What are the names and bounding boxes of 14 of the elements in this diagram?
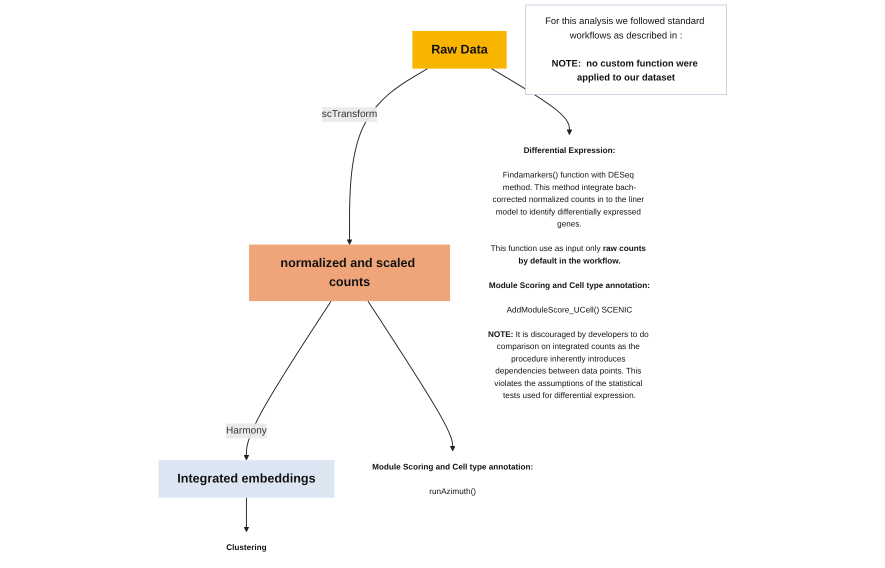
edge-label: Harmony bbox=[226, 425, 267, 436]
arrow bbox=[244, 497, 250, 532]
node-box: Integrated embeddings bbox=[158, 460, 334, 498]
node-text: Differential Expression: Findamarkers() function with DESeq method. This method integrate bach-corrected normalized counts in to the liner model to identify differentially expressed genes. This function use as input only raw counts by default in the workflow. Module Scoring and Cell type annotation: AddModuleScore_UCell() SCENIC NOTE: It is discouraged by developers to do comparison on integrated counts as the procedure inherently introduces dependencies between data points. This violates the assumptions of the statistical tests used for differential expression. bbox=[488, 145, 650, 400]
arrow bbox=[346, 68, 428, 245]
arrow bbox=[244, 300, 332, 460]
node-text: Clustering bbox=[226, 542, 267, 552]
edge-label: scTransform bbox=[322, 109, 378, 120]
node-box: For this analysis we followed standard workflows as described in : NOTE: no custom function were applied to our dataset bbox=[525, 4, 727, 95]
node-text: Module Scoring and Cell type annotation: runAzimuth() bbox=[372, 462, 534, 496]
node-box: normalized and scaled counts bbox=[249, 244, 450, 302]
node-box: Raw Data bbox=[412, 30, 507, 69]
arrow bbox=[490, 68, 572, 136]
arrow bbox=[368, 300, 456, 452]
